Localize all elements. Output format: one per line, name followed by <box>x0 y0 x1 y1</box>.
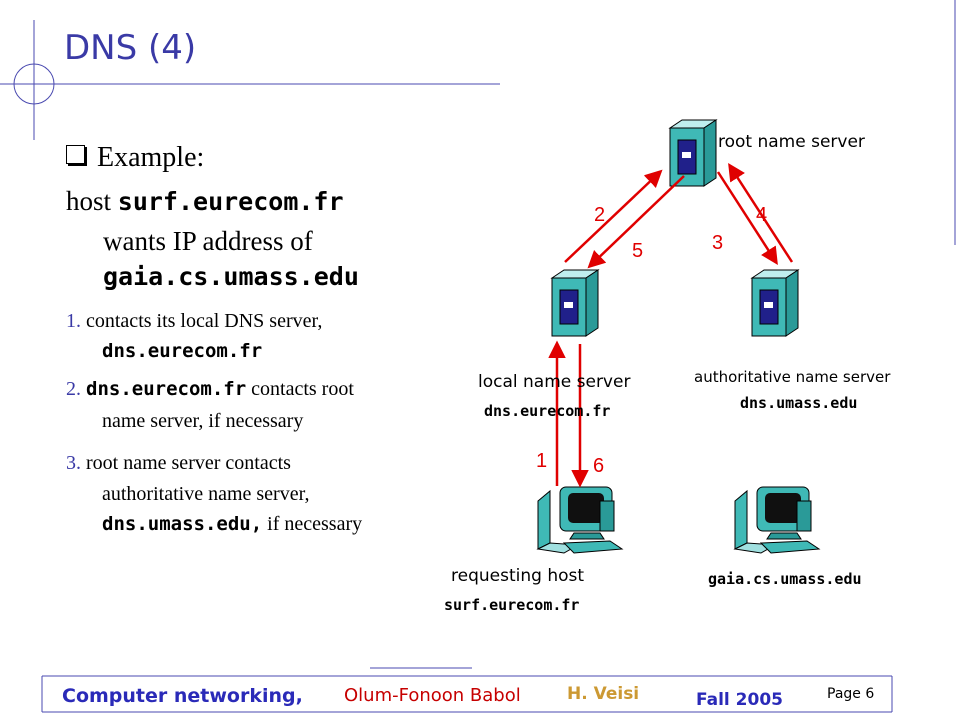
step-2-server: dns.eurecom.fr <box>86 378 247 400</box>
arrow-5 <box>587 175 685 269</box>
local-server-label: local name server <box>478 372 631 392</box>
checkbox-bullet-icon <box>66 145 85 164</box>
step-2-text: contacts root <box>246 378 354 400</box>
arrow-number-5: 5 <box>632 240 644 262</box>
arrow-3 <box>716 171 778 265</box>
arrow-number-3: 3 <box>712 232 724 254</box>
auth-server-icon <box>751 269 799 337</box>
step-2-line-2: name server, if necessary <box>102 410 304 432</box>
step-3-line-3: dns.umass.edu, if necessary <box>102 513 362 536</box>
root-server-label: root name server <box>718 132 865 152</box>
step-1-text: contacts its local DNS server, <box>81 310 323 332</box>
example-label: Example: <box>97 142 205 173</box>
step-2-line-1: 2. dns.eurecom.fr contacts root <box>66 378 354 401</box>
step-1-line-1: 1. contacts its local DNS server, <box>66 310 322 333</box>
host-prefix: host <box>66 186 118 216</box>
arrow-number-4: 4 <box>756 204 768 226</box>
step-3-text: root name server contacts <box>81 452 291 474</box>
step-1-number: 1. <box>66 310 81 332</box>
example-bullet: Example: <box>66 142 204 174</box>
step-3-line-2: authoritative name server, <box>102 483 310 505</box>
wants-text: wants IP address of <box>103 226 313 256</box>
arrow-4 <box>728 163 794 263</box>
gaia-host-name: gaia.cs.umass.edu <box>708 570 862 588</box>
step-2-number: 2. <box>66 378 81 400</box>
arrow-2 <box>564 169 663 263</box>
auth-server-name: dns.umass.edu <box>740 394 858 412</box>
page-title: DNS (4) <box>64 28 197 68</box>
requesting-host-icon <box>537 486 623 554</box>
host-name: surf.eurecom.fr <box>117 187 344 216</box>
root-server-icon <box>669 119 717 187</box>
arrow-number-6: 6 <box>593 455 605 477</box>
arrow-number-2: 2 <box>594 204 606 226</box>
gaia-host-icon <box>734 486 820 554</box>
auth-server-label: authoritative name server <box>694 368 891 386</box>
step-3-server: dns.umass.edu, <box>102 513 263 535</box>
local-server-icon <box>551 269 599 337</box>
step-3-number: 3. <box>66 452 81 474</box>
step-3-line-1: 3. root name server contacts <box>66 452 291 475</box>
footer-course: Computer networking, <box>62 685 303 707</box>
step-3-post: if necessary <box>262 513 363 535</box>
footer-author: H. Veisi <box>567 684 640 704</box>
footer-term: Fall 2005 <box>696 690 783 710</box>
step-1-server: dns.eurecom.fr <box>102 340 263 362</box>
local-server-name: dns.eurecom.fr <box>484 402 611 420</box>
arrow-number-1: 1 <box>536 450 548 472</box>
target-name: gaia.cs.umass.edu <box>103 262 359 291</box>
host-line: host surf.eurecom.fr <box>66 186 344 217</box>
step-1-line-2: dns.eurecom.fr <box>102 340 262 363</box>
footer-page-number: Page 6 <box>827 686 875 702</box>
footer-institution: Olum-Fonoon Babol <box>344 685 521 706</box>
requesting-host-label: requesting host <box>451 566 585 586</box>
requesting-host-name: surf.eurecom.fr <box>444 596 580 614</box>
